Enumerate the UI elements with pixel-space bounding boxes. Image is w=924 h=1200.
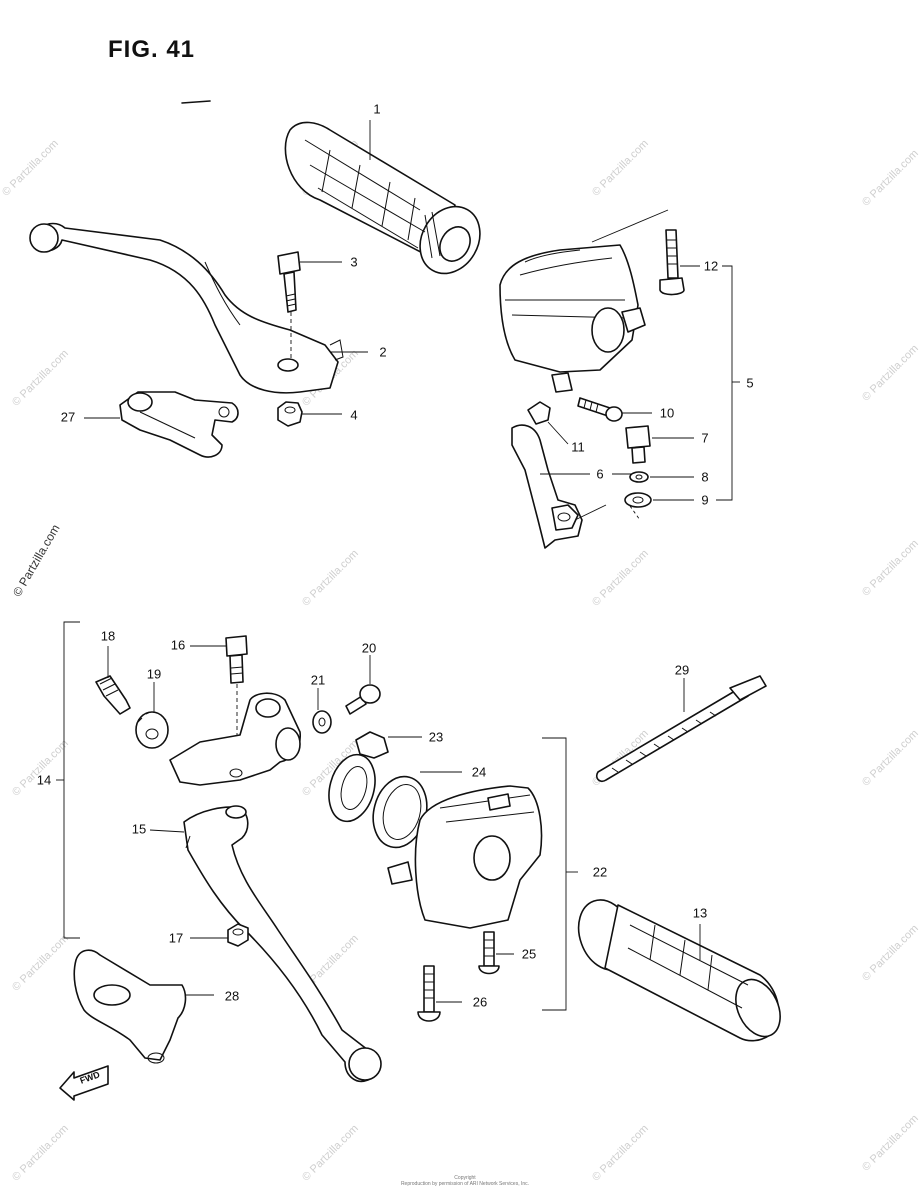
callout-5: 5 xyxy=(746,375,754,391)
part-24-ring xyxy=(328,753,428,849)
callout-6: 6 xyxy=(596,466,604,482)
callout-15: 15 xyxy=(131,821,147,837)
callout-13: 13 xyxy=(692,905,708,921)
part-20-screw xyxy=(345,684,381,715)
callout-7: 7 xyxy=(701,430,709,446)
footer-line-2: Reproduction by permission of ARI Networ… xyxy=(400,1181,530,1187)
part-16-bolt xyxy=(225,635,248,770)
part-6-choke-lever xyxy=(511,424,583,549)
part-25-screw xyxy=(478,931,500,975)
callout-25: 25 xyxy=(521,946,537,962)
callout-11: 11 xyxy=(571,439,585,455)
callout-29: 29 xyxy=(674,662,690,678)
callout-24: 24 xyxy=(471,764,487,780)
figure-title: FIG. 41 xyxy=(108,36,196,63)
part-23-bracket xyxy=(355,731,389,759)
callout-12: 12 xyxy=(703,258,719,274)
callout-28: 28 xyxy=(224,988,240,1004)
group-bracket-14 xyxy=(63,621,80,939)
part-12-screw xyxy=(659,229,685,296)
part-14-lever-holder xyxy=(169,692,301,786)
part-4-nut xyxy=(277,401,303,427)
part-3-bolt xyxy=(277,251,301,358)
part-8-washer xyxy=(629,471,649,483)
part-13-grip xyxy=(577,899,781,1042)
part-10-screw xyxy=(577,397,623,422)
callout-9: 9 xyxy=(701,492,709,508)
callout-3: 3 xyxy=(350,254,358,270)
callout-22: 22 xyxy=(592,864,608,880)
callout-17: 17 xyxy=(168,930,184,946)
leader-line xyxy=(149,829,185,833)
callout-21: 21 xyxy=(310,672,326,688)
callout-10: 10 xyxy=(659,405,675,421)
part-7-bolt xyxy=(625,425,651,464)
part-26-screw xyxy=(417,965,441,1022)
part-21-washer xyxy=(312,710,332,734)
callout-20: 20 xyxy=(361,640,377,656)
callout-26: 26 xyxy=(472,994,488,1010)
callout-16: 16 xyxy=(170,637,186,653)
callout-2: 2 xyxy=(379,344,387,360)
stray-mark xyxy=(181,100,211,104)
fwd-arrow xyxy=(59,1065,109,1101)
callout-19: 19 xyxy=(146,666,162,682)
callout-14: 14 xyxy=(36,772,52,788)
part-22-switch-housing xyxy=(387,785,543,929)
part-2-lever xyxy=(29,222,344,394)
part-19-locknut xyxy=(135,711,169,749)
leader-line xyxy=(547,421,569,445)
part-1-grip xyxy=(284,121,481,275)
part-29-cable-tie xyxy=(595,675,767,783)
part-9-washer xyxy=(624,492,652,508)
group-bracket-22 xyxy=(542,737,567,1011)
part-28-cover xyxy=(73,949,187,1064)
part-11-nut xyxy=(527,401,551,425)
callout-27: 27 xyxy=(60,409,76,425)
callout-18: 18 xyxy=(100,628,116,644)
group-bracket-5 xyxy=(716,265,733,501)
footer-line-1: Copyright xyxy=(454,1175,476,1181)
callout-1: 1 xyxy=(373,101,381,117)
callout-4: 4 xyxy=(350,407,358,423)
callout-8: 8 xyxy=(701,469,709,485)
part-15-lever xyxy=(183,805,382,1082)
part-17-nut xyxy=(227,923,249,947)
part-27-bracket xyxy=(119,391,239,458)
part-18-adjuster xyxy=(95,675,131,715)
footer: Copyright Reproduction by permission of … xyxy=(400,1175,530,1187)
callout-23: 23 xyxy=(428,729,444,745)
part-5-switch-housing xyxy=(499,209,669,393)
